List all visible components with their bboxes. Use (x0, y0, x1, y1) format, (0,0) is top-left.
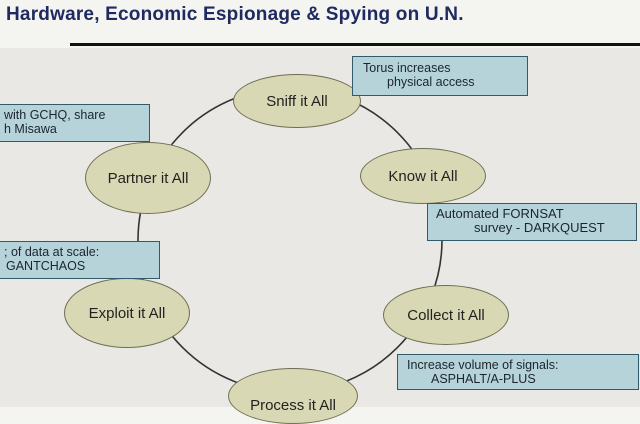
slide-title: Hardware, Economic Espionage & Spying on… (6, 4, 464, 25)
callout-partner: with GCHQ, share h Misawa (0, 104, 150, 142)
node-sniff: Sniff it All (233, 74, 361, 128)
callout-exploit: ; of data at scale: GANTCHAOS (0, 241, 160, 279)
callout-collect: Increase volume of signals: ASPHALT/A-PL… (397, 354, 639, 390)
node-partner: Partner it All (85, 142, 211, 214)
callout-sniff: Torus increases physical access (352, 56, 528, 96)
title-rule (70, 43, 640, 46)
callout-know: Automated FORNSAT survey - DARKQUEST (427, 203, 637, 241)
node-know: Know it All (360, 148, 486, 204)
node-collect: Collect it All (383, 285, 509, 345)
node-process: Process it All (228, 368, 358, 424)
node-exploit: Exploit it All (64, 278, 190, 348)
